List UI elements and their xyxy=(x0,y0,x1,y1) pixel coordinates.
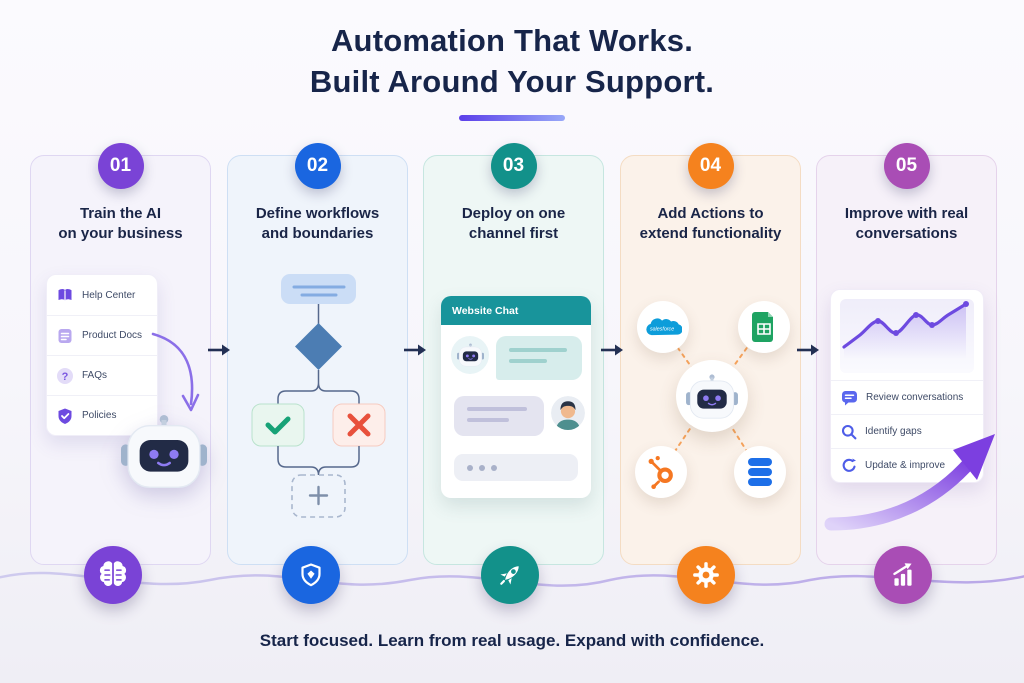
add-step-placeholder xyxy=(291,474,346,518)
insight-row: Update & improve xyxy=(831,448,983,482)
title-line-2: Built Around Your Support. xyxy=(309,64,715,99)
knowledge-row: ? FAQs xyxy=(47,355,157,395)
chat-icon xyxy=(842,390,857,405)
step-card-improve: 05 Improve with real conversations xyxy=(816,143,997,565)
robot-hub-icon xyxy=(676,360,748,432)
step-card-add-actions: 04 Add Actions to extend functionality s… xyxy=(620,143,801,565)
shield-check-icon xyxy=(58,408,72,424)
title-line-1: Automation That Works. xyxy=(330,23,694,58)
plus-icon xyxy=(308,485,329,506)
insight-row: Review conversations xyxy=(831,380,983,414)
step-number-badge: 01 xyxy=(97,143,144,189)
brain-icon xyxy=(84,546,142,604)
step-title: Train the AI on your business xyxy=(58,205,183,242)
knowledge-panel: Help Center Product Docs ? FAQs xyxy=(46,274,158,436)
search-icon xyxy=(841,424,857,439)
sparkline-dots xyxy=(875,301,969,336)
user-message-bubble xyxy=(454,396,544,436)
page-title: Automation That Works. Built Around Your… xyxy=(0,20,1024,102)
arrow-right-icon xyxy=(601,344,623,356)
step-number-badge: 04 xyxy=(687,143,734,189)
knowledge-row: Help Center xyxy=(47,275,157,315)
title-underline xyxy=(459,115,565,121)
step-title: Define workflows and boundaries xyxy=(255,205,380,242)
rocket-icon xyxy=(481,546,539,604)
book-icon xyxy=(58,289,72,301)
step-number-badge: 02 xyxy=(294,143,341,189)
step-card-deploy-channel: 03 Deploy on one channel first Website C… xyxy=(423,143,604,565)
check-icon xyxy=(265,416,291,435)
step-title: Deploy on one channel first xyxy=(461,205,566,242)
bot-message-bubble xyxy=(496,336,582,380)
sparkline-line xyxy=(842,302,968,349)
x-icon xyxy=(347,413,371,437)
growth-arrow xyxy=(824,434,995,531)
typing-indicator xyxy=(454,454,578,481)
hubspot-icon xyxy=(635,446,687,498)
step-card-train-ai: 01 Train the AI on your business Help Ce… xyxy=(30,143,211,565)
step-title: Add Actions to extend functionality xyxy=(639,205,782,242)
sparkline-area xyxy=(844,304,966,359)
user-message-row xyxy=(454,396,585,436)
arrow-right-icon xyxy=(404,344,426,356)
arrow-right-icon xyxy=(797,344,819,356)
knowledge-row: Policies xyxy=(47,395,157,435)
workflow-diagram xyxy=(251,274,386,518)
chat-window: Website Chat xyxy=(441,296,591,498)
knowledge-row: Product Docs xyxy=(47,315,157,355)
insights-panel: Review conversations Identify gaps Updat… xyxy=(830,289,984,483)
connector-dashed-lines xyxy=(660,326,763,473)
chat-window-header: Website Chat xyxy=(441,296,591,325)
user-avatar xyxy=(551,396,585,430)
svg-text:?: ? xyxy=(62,371,69,383)
gear-icon xyxy=(677,546,735,604)
step-title: Improve with real conversations xyxy=(844,205,969,242)
step-number-badge: 05 xyxy=(883,143,930,189)
trend-chart xyxy=(840,299,974,373)
database-icon xyxy=(734,446,786,498)
svg-text:salesforce: salesforce xyxy=(650,326,674,332)
robot-icon xyxy=(121,414,207,489)
refresh-icon xyxy=(842,458,856,472)
insight-row: Identify gaps xyxy=(831,414,983,448)
salesforce-icon: salesforce xyxy=(637,301,689,353)
curved-arrow-icon xyxy=(151,332,200,412)
shield-icon xyxy=(282,546,340,604)
document-icon xyxy=(58,328,72,343)
bot-avatar xyxy=(451,336,489,374)
growth-icon xyxy=(874,546,932,604)
question-icon: ? xyxy=(57,367,73,384)
step-number-badge: 03 xyxy=(490,143,537,189)
arrow-right-icon xyxy=(208,344,230,356)
bot-message-row xyxy=(451,336,582,380)
footer-tagline: Start focused. Learn from real usage. Ex… xyxy=(259,631,765,650)
step-card-define-workflows: 02 Define workflows and boundaries xyxy=(227,143,408,565)
google-sheets-icon xyxy=(738,301,790,353)
